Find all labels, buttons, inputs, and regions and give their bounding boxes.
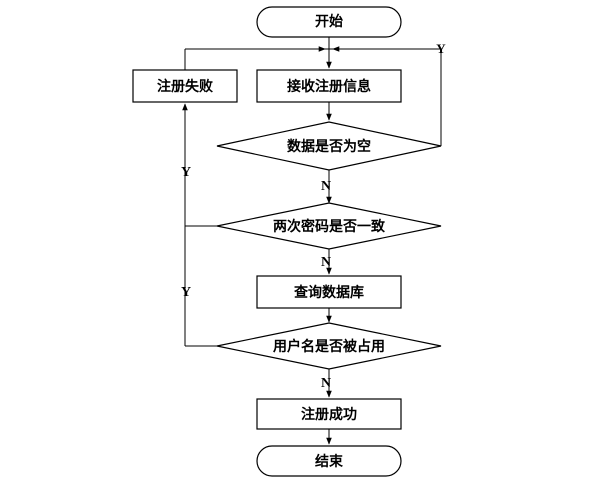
username-no-label: N [321, 376, 331, 391]
query-db-node: 查询数据库 [256, 275, 402, 309]
password-no-label: N [321, 255, 331, 270]
check-empty-label: 数据是否为空 [287, 138, 371, 155]
password-yes-label: Y [181, 165, 191, 180]
empty-no-label: N [321, 179, 331, 194]
receive-label: 接收注册信息 [287, 78, 371, 95]
query-db-label: 查询数据库 [294, 284, 364, 301]
success-label: 注册成功 [301, 406, 357, 423]
receive-node: 接收注册信息 [256, 69, 402, 103]
check-username-node: 用户名是否被占用 [216, 322, 442, 370]
check-password-node: 两次密码是否一致 [216, 202, 442, 250]
fail-node: 注册失败 [132, 69, 238, 103]
end-label: 结束 [315, 453, 344, 470]
start-node: 开始 [256, 6, 402, 38]
check-password-label: 两次密码是否一致 [273, 218, 386, 235]
fail-label: 注册失败 [157, 78, 214, 95]
check-empty-node: 数据是否为空 [216, 121, 442, 171]
start-label: 开始 [315, 13, 343, 30]
check-username-label: 用户名是否被占用 [273, 338, 385, 355]
empty-yes-label: Y [436, 41, 446, 56]
success-node: 注册成功 [256, 398, 402, 430]
username-yes-label: Y [181, 285, 191, 300]
end-node: 结束 [256, 445, 402, 477]
